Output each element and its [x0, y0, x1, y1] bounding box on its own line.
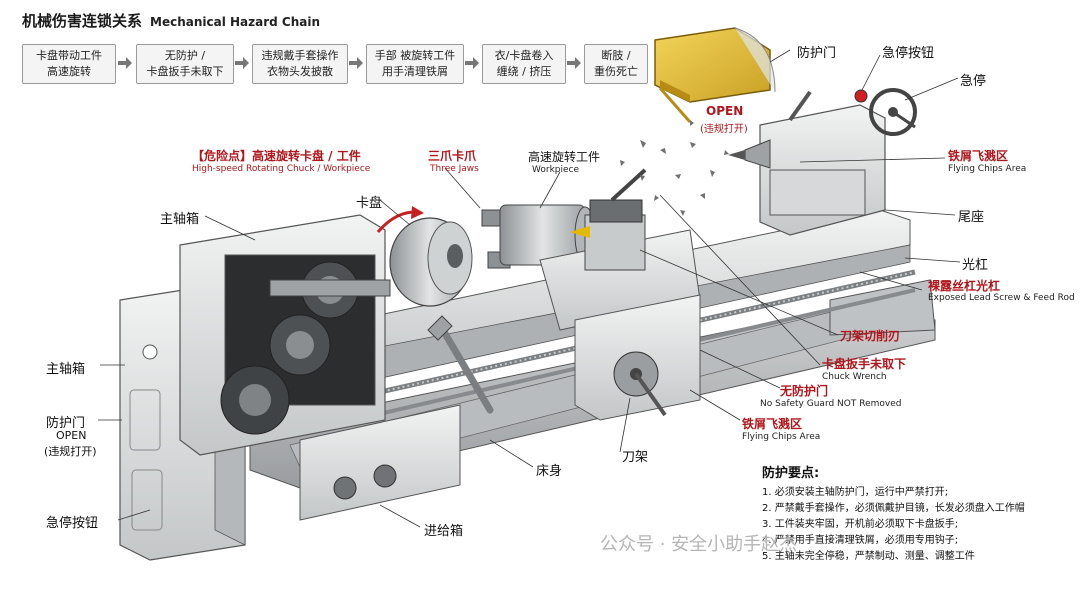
page-title: 机械伤害连锁关系 Mechanical Hazard Chain: [22, 10, 320, 31]
label-feed-rod: 光杠: [962, 258, 989, 273]
feed-box: [299, 404, 461, 521]
chain-step-5: 衣/卡盘卷入 缠绕 / 挤压: [482, 44, 566, 84]
carriage: [539, 168, 701, 421]
watermark: 公众号 · 安全小助手赵杰: [600, 534, 798, 555]
chain-step-6: 断肢 / 重伤死亡: [584, 44, 648, 84]
chain-step-1: 卡盘带动工件 高速旋转: [22, 44, 116, 84]
label-open-sub: (违规打开): [700, 124, 748, 135]
label-chuck: 卡盘: [356, 196, 383, 211]
label-jaws-en: Three Jaws: [430, 164, 479, 174]
label-estop-top: 急停按钮: [882, 46, 935, 61]
chain-step-3-line2: 衣物头发披散: [267, 65, 333, 78]
label-chips-top-zh: 铁屑飞溅区: [948, 149, 1009, 163]
chain-arrow-icon: [349, 57, 363, 69]
label-lead-en: Exposed Lead Screw & Feed Rod: [928, 293, 1075, 303]
chain-step-3-line1: 违规戴手套操作: [261, 49, 339, 62]
label-cutter: 刀架切削刃: [840, 329, 901, 343]
chain-arrow-icon: [235, 57, 249, 69]
chain-arrow-icon: [567, 57, 581, 69]
note-item: 3. 工件装夹牢固，开机前必须取下卡盘扳手;: [762, 519, 959, 530]
label-noguard-en: No Safety Guard NOT Removed: [760, 399, 902, 409]
chain-step-1-line2: 高速旋转: [47, 65, 91, 78]
label-toolpost: 刀架: [622, 450, 649, 465]
tailstock: [728, 88, 917, 236]
chain-step-4-line1: 手部 被旋转工件: [374, 49, 456, 62]
chuck: [376, 206, 473, 307]
note-item: 5. 主轴未完全停稳，严禁制动、测量、调整工件: [762, 551, 975, 562]
title-en: Mechanical Hazard Chain: [150, 15, 321, 29]
chain-step-6-line2: 重伤死亡: [594, 65, 638, 78]
label-guard-top: 防护门: [797, 46, 837, 61]
guard-door-open: [654, 27, 776, 123]
label-guard-left: 防护门: [46, 416, 86, 431]
label-bed: 床身: [536, 464, 563, 479]
note-item: 1. 必须安装主轴防护门，运行中严禁打开;: [762, 487, 949, 498]
label-wrench-zh: 卡盘扳手未取下: [822, 357, 907, 371]
label-danger-en: High-speed Rotating Chuck / Workpiece: [192, 164, 371, 174]
label-open-title: OPEN: [706, 104, 744, 118]
label-chips-low-en: Flying Chips Area: [742, 432, 821, 442]
safety-notes: 防护要点: 1. 必须安装主轴防护门，运行中严禁打开; 2. 严禁戴手套操作，必…: [762, 462, 1072, 565]
chain-step-2: 无防护 / 卡盘扳手未取下: [136, 44, 234, 84]
label-tailstock: 尾座: [958, 210, 985, 225]
label-lead-zh: 裸露丝杠光杠: [928, 279, 1001, 293]
label-guard-left-sub: (违规打开): [44, 445, 97, 458]
label-noguard-zh: 无防护门: [780, 384, 829, 398]
label-jaws-zh: 三爪卡爪: [428, 149, 477, 163]
label-workpiece-en: Workpiece: [532, 165, 580, 175]
label-chips-low-zh: 铁屑飞溅区: [742, 417, 803, 431]
chain-step-4: 手部 被旋转工件 用手清理铁屑: [366, 44, 464, 84]
chain-arrow-icon: [118, 57, 132, 69]
note-item: 4. 严禁用手直接清理铁屑，必须用专用钩子;: [762, 535, 959, 546]
label-headstock-left: 主轴箱: [46, 362, 86, 377]
label-guard-left-open: OPEN: [56, 429, 87, 442]
chain-step-4-line2: 用手清理铁屑: [382, 65, 448, 78]
chain-step-2-line2: 卡盘扳手未取下: [146, 65, 224, 78]
flying-chips: [620, 120, 729, 216]
chain-step-6-line1: 断肢 /: [601, 49, 631, 62]
label-wrench-en: Chuck Wrench: [822, 372, 887, 382]
chuck-wrench: [427, 315, 494, 414]
label-estop-left: 急停按钮: [46, 516, 99, 531]
chain-step-5-line1: 衣/卡盘卷入: [494, 49, 554, 62]
chain-step-3: 违规戴手套操作 衣物头发披散: [252, 44, 348, 84]
label-estop2: 急停: [960, 74, 987, 89]
chain-step-2-line1: 无防护 /: [164, 49, 206, 62]
notes-heading: 防护要点:: [762, 466, 820, 481]
leader-lines: [98, 49, 961, 528]
title-zh: 机械伤害连锁关系: [22, 12, 143, 30]
chain-step-5-line2: 缠绕 / 挤压: [496, 65, 552, 78]
label-danger-zh: 【危险点】高速旋转卡盘 / 工件: [192, 149, 361, 163]
chain-arrow-icon: [465, 57, 479, 69]
note-item: 2. 严禁戴手套操作，必须佩戴护目镜，长发必须盘入工作帽: [762, 503, 1025, 514]
label-chips-top-en: Flying Chips Area: [948, 164, 1027, 174]
label-feedbox: 进给箱: [424, 524, 464, 539]
label-headstock-top: 主轴箱: [160, 212, 200, 227]
chain-step-1-line1: 卡盘带动工件: [36, 49, 102, 62]
label-workpiece-zh: 高速旋转工件: [528, 150, 601, 164]
headstock: [179, 214, 391, 456]
